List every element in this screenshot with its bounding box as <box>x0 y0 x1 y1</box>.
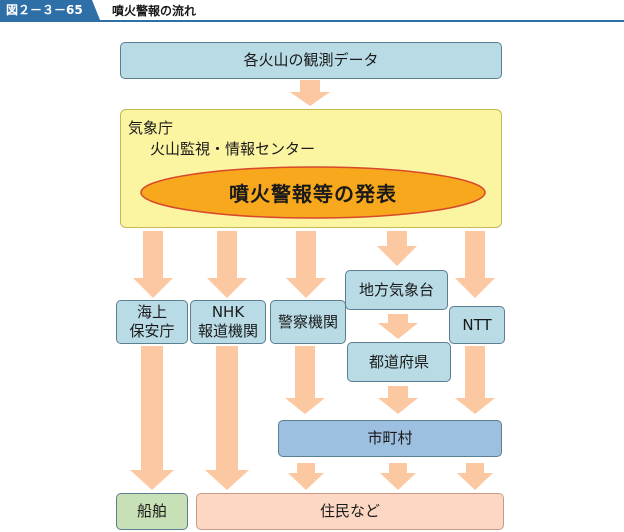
local-met-office-label: 地方気象台 <box>358 280 434 299</box>
ntt-box: NTT <box>449 306 505 344</box>
arrow-agency-to-police <box>286 231 326 298</box>
announcement-label: 噴火警報等の発表 <box>229 182 397 206</box>
arrow-agency-to-coast-guard <box>133 231 173 298</box>
jma-label: 気象庁 <box>128 119 174 137</box>
arrow-police-to-municipality <box>285 346 325 414</box>
residents-label: 住民など <box>319 502 380 520</box>
ntt-label: NTT <box>462 315 492 334</box>
arrow-ntt-to-municipality <box>455 346 495 414</box>
coast-guard-label-line1: 海上 <box>136 303 167 321</box>
arrow-agency-to-nhk <box>207 231 247 298</box>
nhk-label-line2: 報道機関 <box>197 322 258 340</box>
coast-guard-label-line2: 保安庁 <box>129 322 175 340</box>
arrow-nhk-to-residents <box>205 346 249 490</box>
ships-label: 船舶 <box>136 502 167 520</box>
arrow-municipality-to-residents-3 <box>457 463 493 490</box>
arrow-coast-guard-to-ships <box>130 346 174 490</box>
eruption-warning-announcement: 噴火警報等の発表 <box>139 165 487 220</box>
observation-data-label: 各火山の観測データ <box>243 51 379 69</box>
ships-box: 船舶 <box>116 493 188 530</box>
header-divider <box>0 20 624 22</box>
local-met-office-box: 地方気象台 <box>345 270 448 310</box>
municipality-box: 市町村 <box>278 420 502 457</box>
residents-box: 住民など <box>196 493 504 530</box>
police-label: 警察機関 <box>277 312 338 331</box>
prefecture-label: 都道府県 <box>368 352 429 371</box>
police-box: 警察機関 <box>270 300 346 344</box>
arrow-municipality-to-residents-1 <box>288 463 324 490</box>
arrow-municipality-to-residents-2 <box>380 463 416 490</box>
nhk-media-box: NHK 報道機関 <box>190 300 266 344</box>
arrow-agency-to-local-met <box>377 231 417 266</box>
figure-title: 噴火警報の流れ <box>112 4 197 18</box>
arrow-agency-to-ntt <box>455 231 495 298</box>
figure-number: 図２－３－65 <box>6 3 83 17</box>
arrow-prefecture-to-municipality <box>378 386 418 414</box>
observation-data-box: 各火山の観測データ <box>120 42 502 79</box>
coast-guard-box: 海上 保安庁 <box>116 300 188 344</box>
figure-number-tag: 図２－３－65 <box>0 0 100 20</box>
announcement-ellipse-shape <box>140 166 486 219</box>
arrow-observation-to-agency <box>290 80 330 106</box>
arrow-local-met-to-prefecture <box>378 314 418 339</box>
volcano-center-label: 火山監視・情報センター <box>150 140 316 158</box>
nhk-label-line1: NHK <box>211 303 245 321</box>
municipality-label: 市町村 <box>367 429 413 447</box>
prefecture-box: 都道府県 <box>347 342 451 382</box>
